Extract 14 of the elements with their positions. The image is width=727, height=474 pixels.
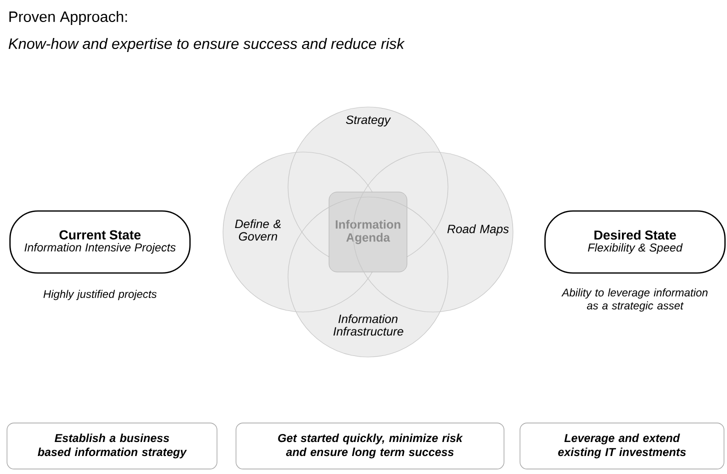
circle-label: Define & Govern	[235, 219, 281, 241]
circle-label: Information Infrastructure	[333, 314, 404, 336]
circle-label: Road Maps	[447, 224, 509, 236]
message-box: Get started quickly, minimize risk and ensure long term success	[236, 422, 504, 470]
message-box: Establish a business based information strategy	[6, 422, 218, 470]
title: Proven Approach:	[9, 11, 127, 25]
state-pill: Current State Information Intensive Projects	[9, 210, 191, 274]
caption-text: Ability to leverage information as a strategic asset	[561, 288, 708, 312]
message-box: Leverage and extend existing IT investments	[520, 422, 724, 470]
circle-label: Strategy	[346, 116, 391, 126]
caption-text: Highly justified projects	[44, 290, 157, 300]
state-pill: Desired State Flexibility & Speed	[544, 210, 726, 274]
subtitle: Know-how and expertise to ensure success and reduce risk	[8, 38, 405, 52]
center-square: Information Agenda	[328, 192, 408, 272]
